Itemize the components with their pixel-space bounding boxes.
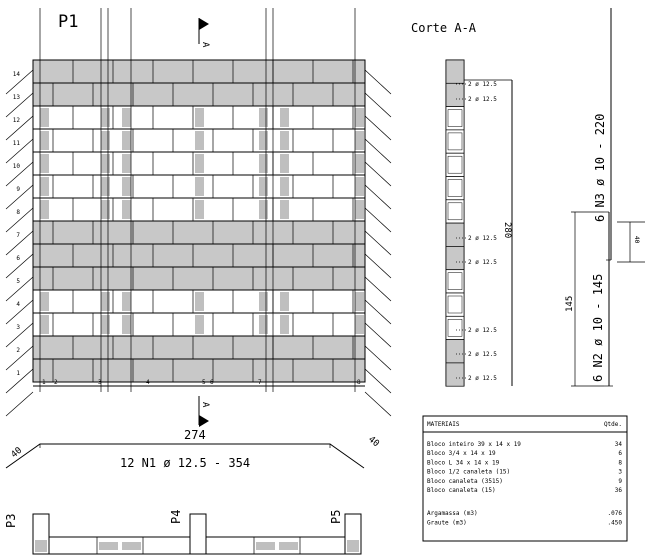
block-courses: [32, 59, 366, 383]
materials-table: MATERIAIS Qtde. Bloco inteiro 39 x 14 x …: [422, 415, 628, 542]
materials-row-name: Bloco canaleta (3515): [427, 478, 503, 485]
bottom-bar-tag: 1: [42, 379, 46, 386]
materials-row-qty: 6: [618, 450, 622, 457]
block-course: [32, 82, 366, 107]
course-number: 9: [16, 186, 20, 193]
course-number: 2: [16, 347, 20, 354]
edge-hatch: [5, 69, 392, 417]
course-number: 8: [16, 209, 20, 216]
n2-bar-label: 6 N2 ø 10 - 145: [591, 274, 605, 382]
block-course: [32, 174, 366, 199]
n2-length-label: 145: [565, 296, 575, 312]
bottom-bar-tag: 7: [258, 379, 262, 386]
section-title: Corte A-A: [411, 21, 477, 35]
course-number: 14: [13, 71, 21, 78]
bottom-bar-tag: 3: [98, 379, 102, 386]
materials-row-qty: 34: [615, 441, 623, 448]
section-bar-label: 2 ø 12.5: [468, 259, 497, 266]
column-lines: [39, 8, 356, 392]
materials-row-qty: 3: [618, 469, 622, 476]
materials-row-qty: 9: [618, 478, 622, 485]
section-bar-label: 2 ø 12.5: [468, 375, 497, 382]
materials-extra-qty: .076: [608, 510, 623, 517]
plan-label-p5: P5: [329, 510, 343, 524]
materials-header: MATERIAIS: [427, 421, 460, 428]
hook-right-label: 40: [366, 435, 381, 450]
section-marker-top-icon: [199, 18, 209, 30]
bottom-bar-tag: 6: [210, 379, 214, 386]
overlap-label: 40: [633, 236, 640, 244]
materials-extra-qty: .450: [608, 520, 623, 527]
course-number: 13: [13, 94, 21, 101]
block-course: [32, 105, 366, 130]
plan-blocks: [35, 537, 359, 554]
block-course: [32, 220, 366, 245]
section-height-label: 280: [502, 222, 512, 238]
materials-row-qty: 36: [615, 487, 623, 494]
section-bar-label: 2 ø 12.5: [468, 351, 497, 358]
course-number: 1: [16, 370, 20, 377]
course-number: 7: [16, 232, 20, 239]
materials-row-name: Bloco L 34 x 14 x 19: [427, 459, 500, 466]
section-bar-label: 2 ø 12.5: [468, 96, 497, 103]
bottom-bar-label: 12 N1 ø 12.5 - 354: [120, 456, 250, 470]
section-marker-top-label: A: [200, 42, 210, 48]
block-course: [32, 59, 366, 84]
materials-row-name: Bloco 3/4 x 14 x 19: [427, 450, 496, 457]
block-course: [32, 312, 366, 337]
section-marker-bottom-icon: [199, 415, 209, 427]
bottom-bar-tag: 8: [357, 379, 361, 386]
materials-extra-name: Argamassa (m3): [427, 510, 478, 517]
section-blocks: [445, 59, 465, 387]
course-number: 3: [16, 324, 20, 331]
materials-row-qty: 8: [618, 459, 622, 466]
n3-bar-label: 6 N3 ø 10 - 220: [593, 114, 607, 222]
materials-row-name: Bloco canaleta (15): [427, 487, 496, 494]
block-course: [32, 151, 366, 176]
section-bar-labels: 2 ø 12.5 2 ø 12.5 2 ø 12.5 2 ø 12.5 2 ø 12.5…: [456, 81, 497, 382]
block-course: [32, 358, 366, 383]
wall-plan: P3 P4 P5: [4, 510, 362, 555]
bottom-bar-tag: 5: [202, 379, 206, 386]
elevation-title: P1: [58, 12, 78, 32]
course-number: 4: [16, 301, 20, 308]
course-number: 5: [16, 278, 20, 285]
block-course: [32, 197, 366, 222]
materials-row-name: Bloco inteiro 39 x 14 x 19: [427, 441, 521, 448]
block-course: [32, 266, 366, 291]
section-marker-bottom-label: A: [200, 402, 210, 408]
block-course: [32, 289, 366, 314]
course-number: 10: [13, 163, 21, 170]
section-a-a: Corte A-A 2 ø 12.52 ø 12.52 ø 12.52 ø 12…: [411, 21, 513, 387]
section-bar-label: 2 ø 12.5: [468, 81, 497, 88]
bottom-bar-tag: 4: [146, 379, 150, 386]
materials-extra-name: Graute (m3): [427, 520, 467, 527]
section-bar-label: 2 ø 12.5: [468, 235, 497, 242]
bottom-bar-tag: 2: [54, 379, 58, 386]
course-number: 12: [13, 117, 21, 124]
course-number: 11: [13, 140, 21, 147]
materials-qty-header: Qtde.: [604, 421, 622, 428]
total-width-label: 274: [184, 428, 206, 442]
plan-label-p4: P4: [169, 510, 183, 524]
vertical-bars: 6 N3 ø 10 - 220 6 N2 ø 10 - 145 40 145: [565, 8, 645, 387]
materials-row-name: Bloco 1/2 canaleta (15): [427, 469, 510, 476]
section-bar-label: 2 ø 12.5: [468, 327, 497, 334]
course-number: 6: [16, 255, 20, 262]
hook-left-label: 40: [10, 446, 25, 461]
plan-label-p3: P3: [4, 514, 18, 528]
block-course: [32, 128, 366, 153]
block-course: [32, 243, 366, 268]
block-course: [32, 335, 366, 360]
course-numbers: 14 13 12 11 10 9 8 7 6 5 4 3 2 1: [13, 71, 21, 377]
